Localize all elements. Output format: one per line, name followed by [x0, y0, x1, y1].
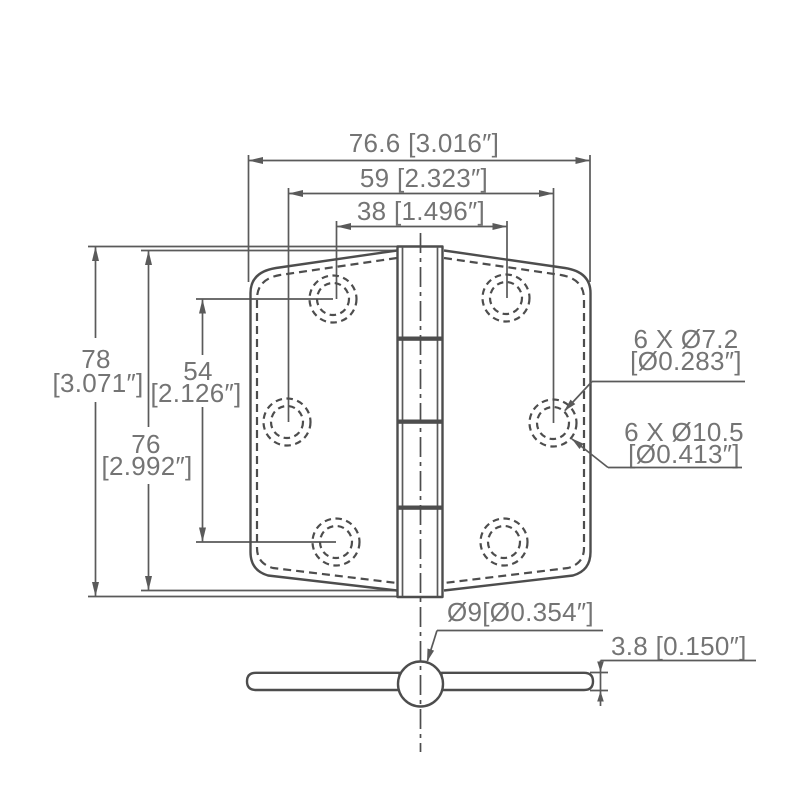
dim-hole-rows-span-in: [2.126″]	[150, 378, 241, 408]
hole-circle	[318, 524, 354, 560]
countersink-circle	[262, 397, 312, 447]
hole-top-right	[481, 273, 531, 323]
arrowhead	[145, 250, 152, 265]
dim-leaf-height-mm: 76	[131, 429, 161, 459]
arrowhead	[427, 648, 435, 662]
arrowhead	[336, 223, 351, 230]
dim-overall-width-label: 76.6 [3.016″]	[349, 128, 499, 158]
countersink-circle	[311, 517, 361, 567]
hole-circle	[269, 404, 305, 440]
callout-countersink-diameter: 6 X Ø10.5 [Ø0.413″]	[571, 417, 744, 469]
dim-overall-height-in: [3.071″]	[52, 368, 143, 398]
callout-countersink-line1: 6 X Ø10.5	[624, 417, 744, 447]
hole-mid-left	[262, 397, 312, 447]
arrowhead	[571, 438, 584, 449]
callout-barrel-diameter-label: Ø9[Ø0.354″]	[447, 597, 594, 627]
dim-leaf-thickness-label: 3.8 [0.150″]	[611, 631, 747, 661]
arrowhead	[564, 399, 576, 412]
dim-overall-width: 76.6 [3.016″]	[247, 128, 591, 282]
left-leaf-inner-dashed	[255, 256, 398, 585]
callout-hole-line1: 6 X Ø7.2	[633, 324, 738, 354]
arrowhead	[492, 223, 507, 230]
arrowhead	[92, 582, 99, 597]
arrowhead	[288, 190, 303, 197]
arrowhead	[145, 576, 152, 591]
hole-mid-right	[528, 398, 578, 448]
right-leaf-end-view	[440, 671, 595, 692]
countersink-circle	[481, 273, 531, 323]
countersink-circle	[479, 517, 529, 567]
bottom-view	[245, 660, 595, 708]
dim-hole-rows-span-mm: 54	[183, 356, 213, 386]
arrowhead	[539, 190, 554, 197]
hole-circle	[488, 280, 524, 316]
arrowhead	[199, 527, 206, 542]
mounting-holes	[262, 273, 578, 567]
dim-hole-rows-span: 54 [2.126″]	[150, 298, 336, 543]
arrowhead	[597, 691, 604, 702]
dim-leaf-height: 76 [2.992″]	[101, 249, 397, 592]
callout-hole-line2: [Ø0.283″]	[630, 346, 742, 376]
callout-hole-diameter: 6 X Ø7.2 [Ø0.283″]	[564, 324, 745, 412]
arrowhead	[92, 246, 99, 261]
dim-overall-height: 78 [3.071″]	[52, 245, 443, 598]
arrowhead	[199, 299, 206, 314]
arrowhead	[597, 661, 604, 672]
dim-hole-span-inner-label: 38 [1.496″]	[357, 196, 485, 226]
dim-leaf-height-in: [2.992″]	[101, 451, 192, 481]
hole-bottom-left	[311, 517, 361, 567]
arrowhead	[575, 157, 590, 164]
hole-top-left	[308, 274, 358, 324]
hole-circle	[486, 524, 522, 560]
dim-leaf-thickness: 3.8 [0.150″]	[590, 631, 756, 706]
countersink-circle	[528, 398, 578, 448]
left-leaf-end-view	[245, 671, 401, 692]
hole-bottom-right	[479, 517, 529, 567]
right-leaf-outline	[443, 249, 592, 592]
dim-hole-span-outer-label: 59 [2.323″]	[360, 163, 488, 193]
countersink-circle	[308, 274, 358, 324]
left-leaf-outline	[249, 249, 398, 592]
dim-hole-span-outer: 59 [2.323″]	[287, 163, 555, 423]
hole-circle	[535, 405, 571, 441]
hole-circle	[315, 281, 351, 317]
right-leaf-inner-dashed	[443, 256, 586, 585]
arrowhead	[248, 157, 263, 164]
callout-barrel-diameter: Ø9[Ø0.354″]	[426, 597, 603, 662]
dim-overall-height-mm: 78	[81, 344, 111, 374]
callout-countersink-line2: [Ø0.413″]	[628, 439, 740, 469]
